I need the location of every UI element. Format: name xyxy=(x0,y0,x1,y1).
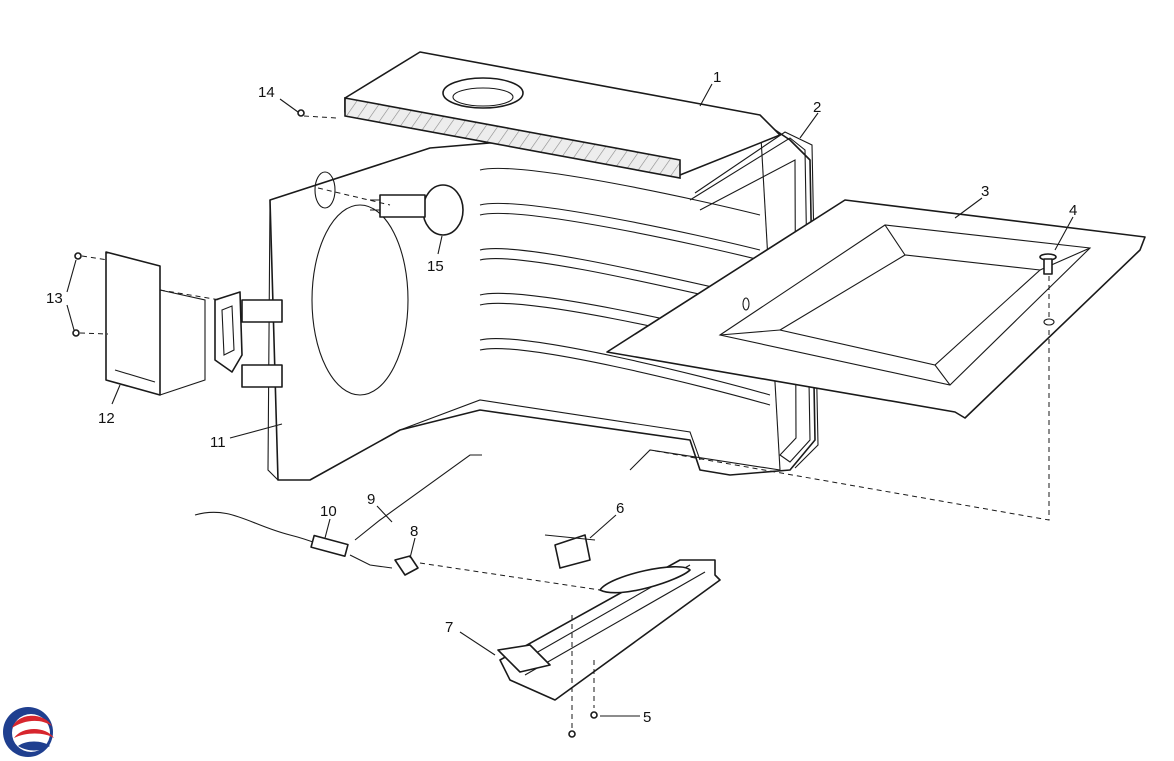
callout-4: 4 xyxy=(1069,202,1077,219)
callout-6: 6 xyxy=(616,500,624,517)
thermostat-bracket xyxy=(544,534,596,569)
callout-7: 7 xyxy=(445,619,453,636)
callout-labels: 1 2 3 4 5 6 7 8 9 10 11 12 13 14 15 xyxy=(46,69,1077,726)
side-bracket xyxy=(105,251,206,396)
callout-15: 15 xyxy=(427,258,444,275)
brand-logo xyxy=(3,707,54,757)
callout-11: 11 xyxy=(210,434,226,451)
callout-9: 9 xyxy=(367,491,375,508)
heating-tray xyxy=(497,559,721,701)
callout-14: 14 xyxy=(258,84,275,101)
callout-10: 10 xyxy=(320,503,337,520)
hinge-assembly xyxy=(214,291,283,388)
screw-part-4 xyxy=(1039,253,1057,275)
lamp-holder xyxy=(370,184,464,236)
tray-panel xyxy=(606,199,1146,419)
callout-leaders xyxy=(66,83,1074,717)
callout-3: 3 xyxy=(981,183,989,200)
top-insulation-panel xyxy=(344,51,781,179)
callout-1: 1 xyxy=(713,69,721,86)
callout-2: 2 xyxy=(813,99,821,116)
callout-13: 13 xyxy=(46,290,63,307)
assembly-guides xyxy=(79,115,1050,728)
screws xyxy=(72,109,598,738)
callout-8: 8 xyxy=(410,523,418,540)
callout-5: 5 xyxy=(643,709,651,726)
wiring-harness xyxy=(194,454,482,576)
callout-12: 12 xyxy=(98,410,115,427)
